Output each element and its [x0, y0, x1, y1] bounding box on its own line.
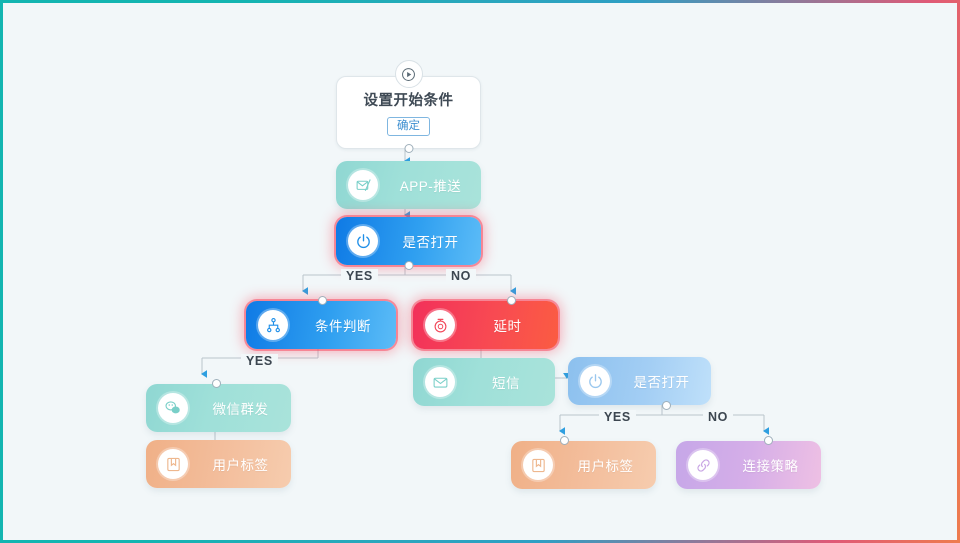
port-in[interactable]: [560, 436, 569, 445]
node-condition-judge[interactable]: 条件判断: [246, 296, 396, 349]
branch-label-yes-mid: YES: [241, 354, 278, 368]
link-chain-icon: [688, 450, 718, 480]
port-out[interactable]: [404, 144, 413, 153]
node-label: 是否打开: [402, 235, 459, 250]
node-sms[interactable]: 短信: [413, 358, 555, 406]
start-node-confirm-button[interactable]: 确定: [387, 116, 430, 137]
port-in[interactable]: [212, 379, 221, 388]
node-app-push[interactable]: APP-推送: [336, 161, 481, 209]
node-is-open-1[interactable]: 是否打开: [336, 217, 481, 270]
node-wechat-broadcast[interactable]: 微信群发: [146, 379, 291, 432]
branch-label-no-bottom: NO: [703, 410, 733, 424]
port-out[interactable]: [662, 401, 671, 410]
start-node-title: 设置开始条件: [363, 92, 454, 109]
node-label: 延时: [493, 319, 522, 334]
branch-label-no-top: NO: [446, 269, 476, 283]
node-is-open-2[interactable]: 是否打开: [568, 357, 711, 410]
sitemap-icon: [258, 310, 288, 340]
tag-bookmark-icon: [158, 449, 188, 479]
node-label: APP-推送: [399, 179, 462, 194]
timer-icon: [425, 310, 455, 340]
port-in[interactable]: [507, 296, 516, 305]
node-user-tag-right[interactable]: 用户标签: [511, 436, 656, 489]
wechat-icon: [158, 393, 188, 423]
play-circle-icon[interactable]: [394, 60, 423, 88]
node-label: 用户标签: [212, 458, 269, 473]
node-label: 用户标签: [577, 459, 634, 474]
port-out[interactable]: [404, 261, 413, 270]
mail-send-icon: [348, 170, 378, 200]
node-user-tag-left[interactable]: 用户标签: [146, 440, 291, 488]
power-icon: [580, 366, 610, 396]
node-label: 短信: [492, 376, 520, 391]
branch-label-yes-bottom: YES: [599, 410, 636, 424]
power-icon: [348, 226, 378, 256]
node-delay[interactable]: 延时: [413, 296, 558, 349]
node-label: 条件判断: [315, 319, 371, 334]
port-in[interactable]: [318, 296, 327, 305]
node-label: 微信群发: [212, 402, 269, 417]
start-node[interactable]: 设置开始条件 确定: [336, 60, 481, 153]
tag-bookmark-icon: [523, 450, 553, 480]
node-label: 连接策略: [742, 459, 799, 474]
flow-canvas[interactable]: 设置开始条件 确定 APP-推送 是否打开: [3, 3, 957, 540]
port-in[interactable]: [764, 436, 773, 445]
node-label: 是否打开: [633, 375, 690, 390]
node-connect-strategy[interactable]: 连接策略: [676, 436, 821, 489]
branch-label-yes-top: YES: [341, 269, 378, 283]
envelope-icon: [425, 367, 455, 397]
